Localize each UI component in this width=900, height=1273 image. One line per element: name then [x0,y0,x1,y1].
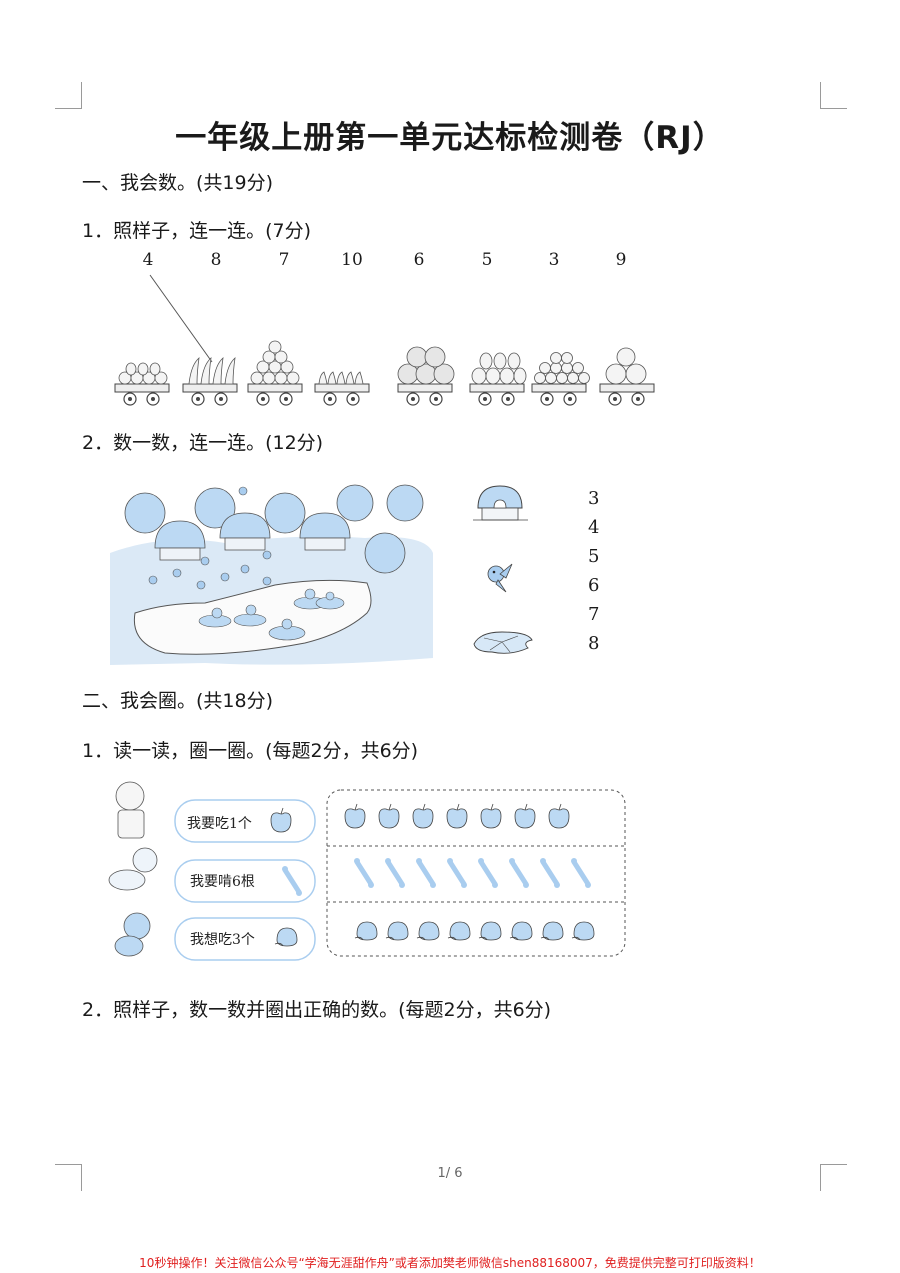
peach-row [354,921,595,941]
section-heading-circling: 二、我会圈。(共18分) [82,690,274,712]
crop-mark-bottom-left [55,1164,82,1191]
monkey-character [114,912,151,957]
cart-pears [469,352,527,406]
crop-mark-top-right [820,82,847,109]
bone-row [354,858,591,888]
match-icons-column [473,485,533,654]
number-label: 4 [142,250,154,270]
question-label-count-and-match: 2．数一数，连一连。(12分) [82,432,324,454]
read-and-circle-illustration: 我要吃1个 我要啃6根 我想吃3个 [108,781,626,961]
worksheet-page: 一年级上册第一单元达标检测卷（RJ） 一、我会数。(共19分) 1．照样子，连一… [0,82,900,1191]
crop-mark-bottom-right [820,1164,847,1191]
cart-cucumbers [182,356,238,406]
apple-row [344,803,570,829]
number-label: 3 [548,250,560,270]
forest-pond-scene-illustration [110,484,433,665]
footer-promo-note: 10秒钟操作！关注微信公众号“学海无涯甜作舟”或者添加樊老师微信shen8816… [139,1256,761,1270]
cart-eggplants [114,362,170,406]
number-label: 5 [481,250,493,270]
lily-pad-icon [473,631,533,654]
number-row: 4 8 7 10 6 5 3 9 [0,250,900,274]
match-number-column: 3 4 5 6 7 8 [588,484,599,658]
fruit-carts-illustration [114,340,655,406]
number-label: 10 [341,250,363,270]
page-title: 一年级上册第一单元达标检测卷（RJ） [175,120,725,156]
boy-character [115,781,145,839]
speech-boy: 我要吃1个 [187,816,252,832]
bird-icon [487,563,513,593]
match-number: 4 [588,517,600,538]
question-label-read-and-circle: 1．读一读，圈一圈。(每题2分，共6分) [82,740,419,762]
cart-oranges [247,340,303,406]
mushroom-house-icon [473,485,528,521]
number-label: 7 [278,250,290,270]
page-indicator: 1/ 6 [437,1166,463,1181]
dog-character [108,847,158,891]
number-label: 6 [413,250,425,270]
cart-tomatoes [599,347,655,406]
match-number: 7 [588,604,600,625]
cart-apples [531,352,590,406]
crop-mark-top-left [55,82,82,109]
cart-bananas [314,371,370,406]
speech-monkey: 我想吃3个 [190,932,255,948]
match-number: 3 [588,488,600,509]
cart-watermelons [397,346,455,406]
question-label-match-example: 1．照样子，连一连。(7分) [82,220,312,242]
question-label-count-and-circle: 2．照样子，数一数并圈出正确的数。(每题2分，共6分) [82,999,552,1021]
number-label: 9 [615,250,627,270]
match-number: 6 [588,575,600,596]
match-number: 5 [588,546,600,567]
match-number: 8 [588,633,600,654]
speech-dog: 我要啃6根 [190,874,255,890]
section-heading-counting: 一、我会数。(共19分) [82,172,274,194]
number-label: 8 [210,250,222,270]
